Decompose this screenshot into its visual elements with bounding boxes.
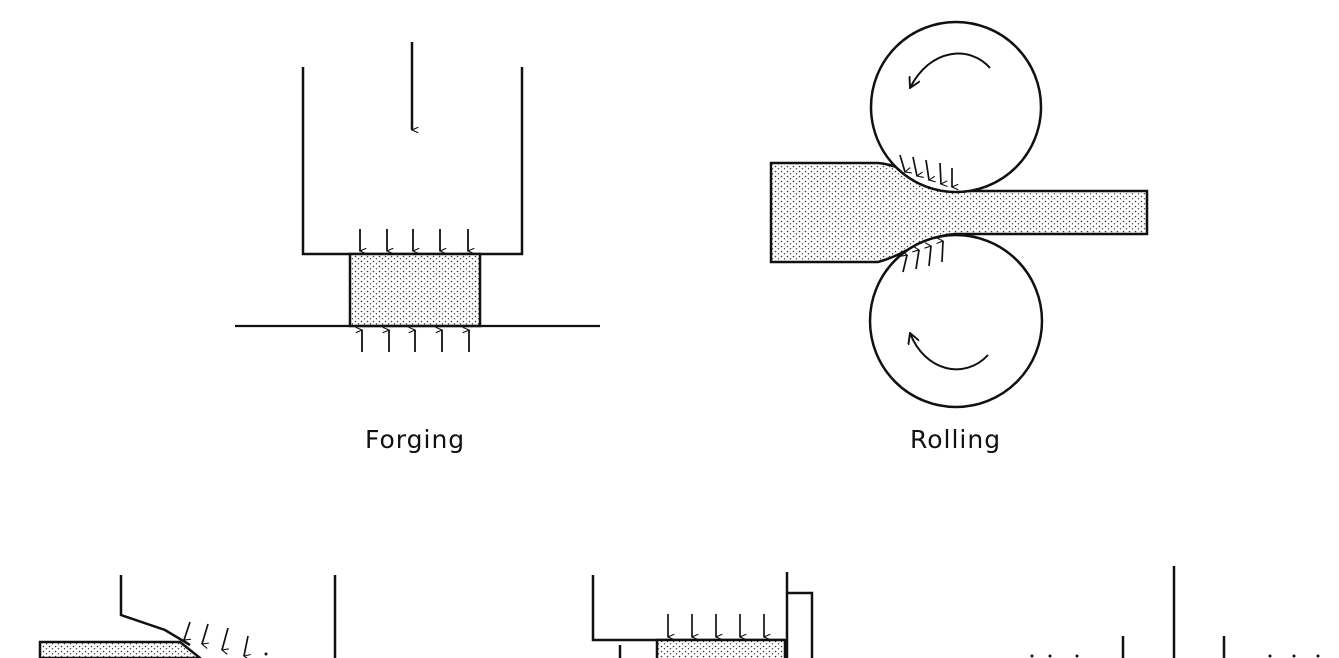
bottom-right-dots [1030, 654, 1320, 658]
forging-panel [235, 42, 600, 352]
bottom-middle-pressure-arrows [666, 614, 771, 641]
rolling-caption: Rolling [910, 425, 1002, 454]
bottom-left-die [119, 575, 191, 647]
rolling-lower-rotation-arrow [910, 333, 989, 371]
rolling-lower-roll [868, 233, 1044, 409]
bottom-right-panel [1030, 566, 1320, 658]
bottom-left-pressure-arrows [182, 621, 251, 658]
bottom-middle-container [591, 575, 785, 642]
forging-workpiece [348, 252, 482, 328]
bottom-left-panel [38, 575, 337, 658]
bottom-middle-die [787, 591, 814, 658]
bottom-middle-workpiece [655, 638, 787, 658]
rolling-upper-pressure-arrows [899, 154, 959, 191]
forging-bottom-pressure-arrows [355, 326, 471, 352]
rolling-panel [769, 20, 1149, 409]
forging-top-pressure-arrows [358, 229, 475, 255]
rolling-upper-rotation-arrow [910, 52, 991, 88]
rolling-lower-pressure-arrows [900, 237, 945, 273]
bottom-middle-panel [591, 572, 814, 658]
bottom-left-workpiece [38, 640, 203, 658]
rolling-upper-roll [869, 20, 1043, 194]
forging-caption: Forging [365, 425, 466, 454]
